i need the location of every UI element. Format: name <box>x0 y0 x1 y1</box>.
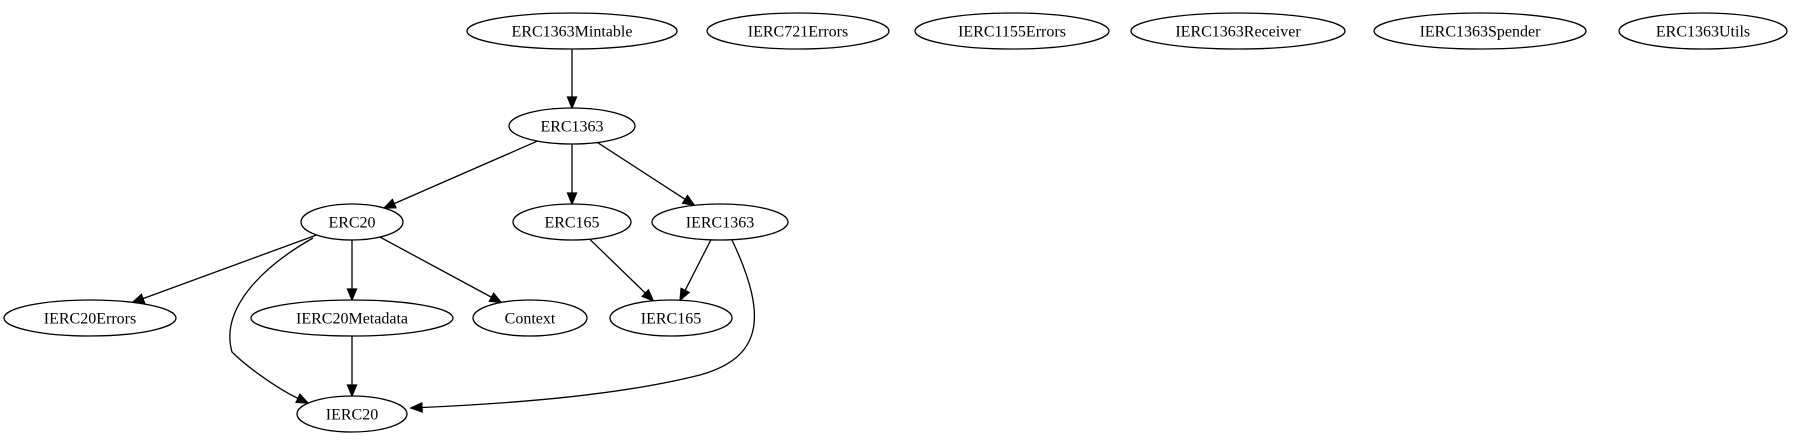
node-ierc721errors: IERC721Errors <box>706 12 890 50</box>
node-ierc20errors-label: IERC20Errors <box>44 311 136 328</box>
node-erc20-shape <box>300 203 404 241</box>
nodes: ERC1363Mintable IERC721Errors IERC1155Erro… <box>3 12 1788 433</box>
edge-erc165-to-ierc165 <box>589 238 646 294</box>
node-erc1363utils: ERC1363Utils <box>1618 12 1788 50</box>
node-ierc1155errors: IERC1155Errors <box>914 12 1110 50</box>
node-ierc20: IERC20 <box>296 395 408 433</box>
node-erc1363: ERC1363 <box>508 107 636 145</box>
node-ierc1363spender: IERC1363Spender <box>1373 12 1587 50</box>
edge-erc1363-to-erc165-arrowhead <box>566 192 578 206</box>
node-ierc721errors-shape <box>706 12 890 50</box>
edge-erc20-to-ierc20metadata-arrowhead <box>346 288 358 302</box>
edge-erc20-to-ierc20-arrowhead <box>295 393 310 404</box>
node-erc1363utils-label: ERC1363Utils <box>1656 24 1750 41</box>
node-ierc20-shape <box>296 395 408 433</box>
edge-ierc1363-to-ierc165 <box>684 239 712 291</box>
node-ierc165-shape <box>609 299 733 337</box>
node-erc1363mintable: ERC1363Mintable <box>466 12 678 50</box>
node-ierc1363receiver: IERC1363Receiver <box>1130 12 1346 50</box>
node-erc1363-shape <box>508 107 636 145</box>
node-erc1363mintable-shape <box>466 12 678 50</box>
edge-ierc1363-to-ierc165-arrowhead <box>679 287 691 302</box>
node-context-label: Context <box>505 311 556 328</box>
node-ierc1363receiver-shape <box>1130 12 1346 50</box>
edge-erc20-to-ierc20 <box>229 237 314 399</box>
node-ierc20metadata-shape <box>250 299 454 337</box>
edge-erc20-to-context-arrowhead <box>488 292 503 304</box>
edge-erc1363-to-erc20-arrowhead <box>382 198 397 209</box>
node-erc165-shape <box>512 203 632 241</box>
node-context: Context <box>472 299 588 337</box>
node-ierc1155errors-shape <box>914 12 1110 50</box>
node-ierc20errors: IERC20Errors <box>3 299 177 337</box>
edge-erc20-to-context <box>379 236 492 298</box>
node-ierc1363spender-label: IERC1363Spender <box>1420 24 1542 41</box>
node-erc1363mintable-label: ERC1363Mintable <box>512 24 633 41</box>
node-erc165-label: ERC165 <box>544 215 599 232</box>
edge-ierc20metadata-to-ierc20-arrowhead <box>346 384 358 398</box>
node-ierc1363spender-shape <box>1373 12 1587 50</box>
node-ierc1363receiver-label: IERC1363Receiver <box>1175 24 1301 41</box>
edge-erc20-to-ierc20errors-arrowhead <box>131 293 146 304</box>
node-ierc165: IERC165 <box>609 299 733 337</box>
node-erc165: ERC165 <box>512 203 632 241</box>
node-ierc1363-label: IERC1363 <box>686 215 754 232</box>
edge-ierc1363-to-ierc20 <box>421 239 755 409</box>
node-ierc1363-shape <box>651 203 789 241</box>
node-ierc20errors-shape <box>3 299 177 337</box>
edge-ierc1363-to-ierc20-arrowhead <box>409 402 423 413</box>
node-ierc165-label: IERC165 <box>641 311 701 328</box>
node-erc1363-label: ERC1363 <box>540 119 603 136</box>
node-erc20: ERC20 <box>300 203 404 241</box>
node-ierc721errors-label: IERC721Errors <box>748 24 848 41</box>
edge-erc20-to-ierc20errors <box>142 234 317 300</box>
node-erc1363utils-shape <box>1618 12 1788 50</box>
node-ierc1363: IERC1363 <box>651 203 789 241</box>
node-erc20-label: ERC20 <box>328 215 375 232</box>
node-ierc20-label: IERC20 <box>326 407 378 424</box>
node-ierc20metadata-label: IERC20Metadata <box>296 311 408 328</box>
edge-erc1363-to-erc20 <box>393 140 538 205</box>
edge-erc1363mintable-to-erc1363-arrowhead <box>566 96 578 110</box>
edges <box>131 49 755 413</box>
node-ierc1155errors-label: IERC1155Errors <box>958 24 1066 41</box>
node-ierc20metadata: IERC20Metadata <box>250 299 454 337</box>
edge-erc165-to-ierc165-arrowhead <box>641 288 655 302</box>
edge-erc1363-to-ierc1363 <box>597 141 686 200</box>
edge-erc1363-to-ierc1363-arrowhead <box>681 194 696 207</box>
node-context-shape <box>472 299 588 337</box>
